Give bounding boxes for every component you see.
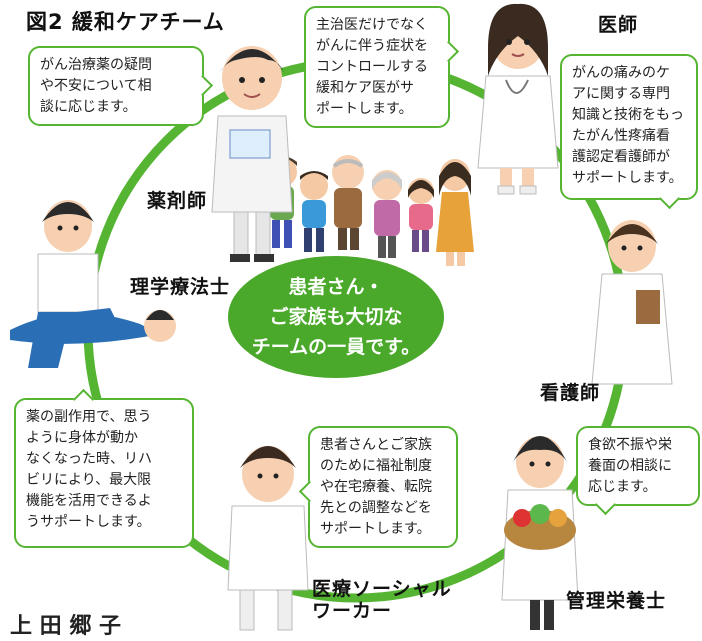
role-label-doctor: 医師 (598, 14, 639, 36)
bubble-nurse-text: がんの痛みのケ アに関する専門 知識と技術をもっ たがん性疼痛看 護認定看護師が… (572, 65, 684, 186)
center-message: 患者さん・ ご家族も大切な チームの一員です。 (228, 256, 444, 378)
dietitian-figure (501, 436, 579, 630)
bubble-social-worker-text: 患者さんとご家族 のために福祉制度 や在宅療養、転院 先との調整などを サポート… (320, 437, 432, 537)
bubble-social-worker: 患者さんとご家族 のために福祉制度 や在宅療養、転院 先との調整などを サポート… (298, 426, 458, 548)
social-worker-figure (227, 446, 309, 631)
bubble-doctor: 主治医だけでなく がんに伴う症状を コントロールする 緩和ケア医がサ ポートしま… (304, 6, 460, 128)
bubble-dietitian: 食欲不振や栄 養面の相談に 応じます。 (576, 426, 700, 516)
bubble-nurse: がんの痛みのケ アに関する専門 知識と技術をもっ たがん性疼痛看 護認定看護師が… (560, 54, 698, 210)
bubble-physio-text: 薬の副作用で、思う ように身体が動か なくなった時、リハ ビリにより、最大限 機… (26, 409, 152, 530)
role-label-social-worker: 医療ソーシャル ワーカー (312, 578, 452, 622)
bubble-pharmacist: がん治療薬の疑問 や不安について相 談に応じます。 (28, 46, 214, 126)
nurse-figure (591, 220, 673, 385)
role-label-physio: 理学療法士 (130, 276, 231, 298)
patient-figure (10, 308, 176, 344)
role-label-dietitian: 管理栄養士 (566, 590, 667, 612)
role-label-nurse: 看護師 (540, 382, 601, 404)
doctor-figure (477, 3, 559, 195)
footer-text: 上 田 郷 子 (10, 614, 121, 639)
figure-title: 図2 緩和ケアチーム (26, 10, 225, 34)
bubble-dietitian-text: 食欲不振や栄 養面の相談に 応じます。 (588, 437, 672, 495)
bubble-physio: 薬の副作用で、思う ように身体が動か なくなった時、リハ ビリにより、最大限 機… (14, 388, 194, 548)
pharmacist-figure (211, 46, 293, 262)
bubble-doctor-text: 主治医だけでなく がんに伴う症状を コントロールする 緩和ケア医がサ ポートしま… (316, 17, 428, 117)
bubble-pharmacist-text: がん治療薬の疑問 や不安について相 談に応じます。 (40, 57, 152, 115)
family-group (267, 155, 474, 266)
role-label-pharmacist: 薬剤師 (147, 190, 208, 212)
